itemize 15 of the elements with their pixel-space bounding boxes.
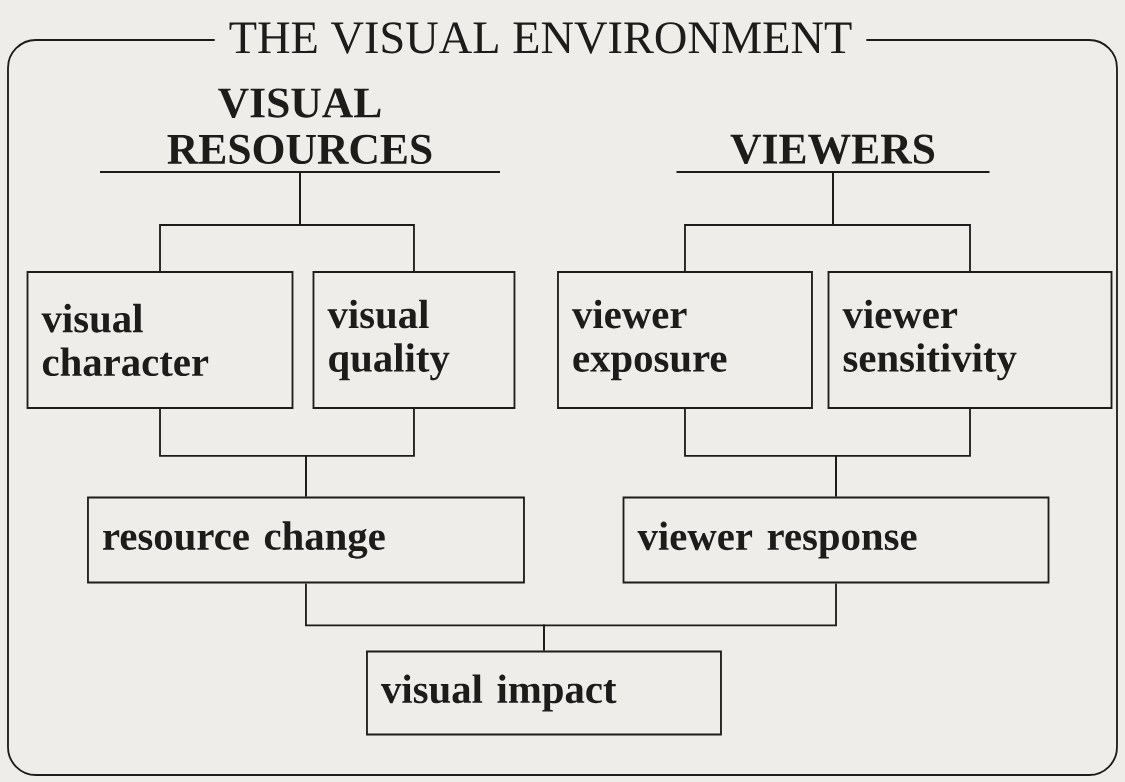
process-box: visual quality <box>312 271 516 409</box>
process-box: viewer exposure <box>557 271 813 409</box>
frame-title: THE VISUAL ENVIRONMENT <box>214 19 867 57</box>
connector-line <box>299 171 415 272</box>
process-box: visual character <box>26 271 294 409</box>
process-box: resource change <box>87 496 525 584</box>
group-heading: VIEWERS <box>675 134 991 173</box>
connector-line <box>835 408 971 498</box>
connector-line <box>832 171 971 272</box>
group-heading: VISUAL RESOURCES <box>99 88 501 173</box>
connector-line <box>305 408 415 498</box>
process-box: viewer response <box>622 496 1050 584</box>
process-box: visual impact <box>366 650 722 736</box>
process-box: viewer sensitivity <box>827 271 1113 409</box>
connector-line <box>543 582 837 652</box>
